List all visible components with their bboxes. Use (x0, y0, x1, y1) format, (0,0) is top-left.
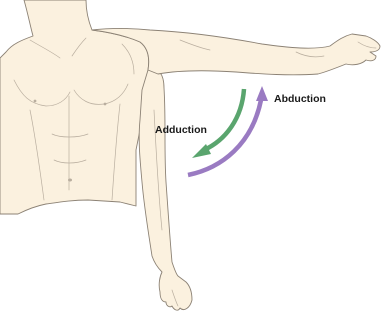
lowered-arm (139, 69, 192, 310)
adduction-label: Adduction (155, 124, 207, 136)
abduction-label: Abduction (274, 93, 326, 105)
abduction-arrowhead (256, 86, 268, 101)
adduction-arrow (204, 89, 244, 150)
